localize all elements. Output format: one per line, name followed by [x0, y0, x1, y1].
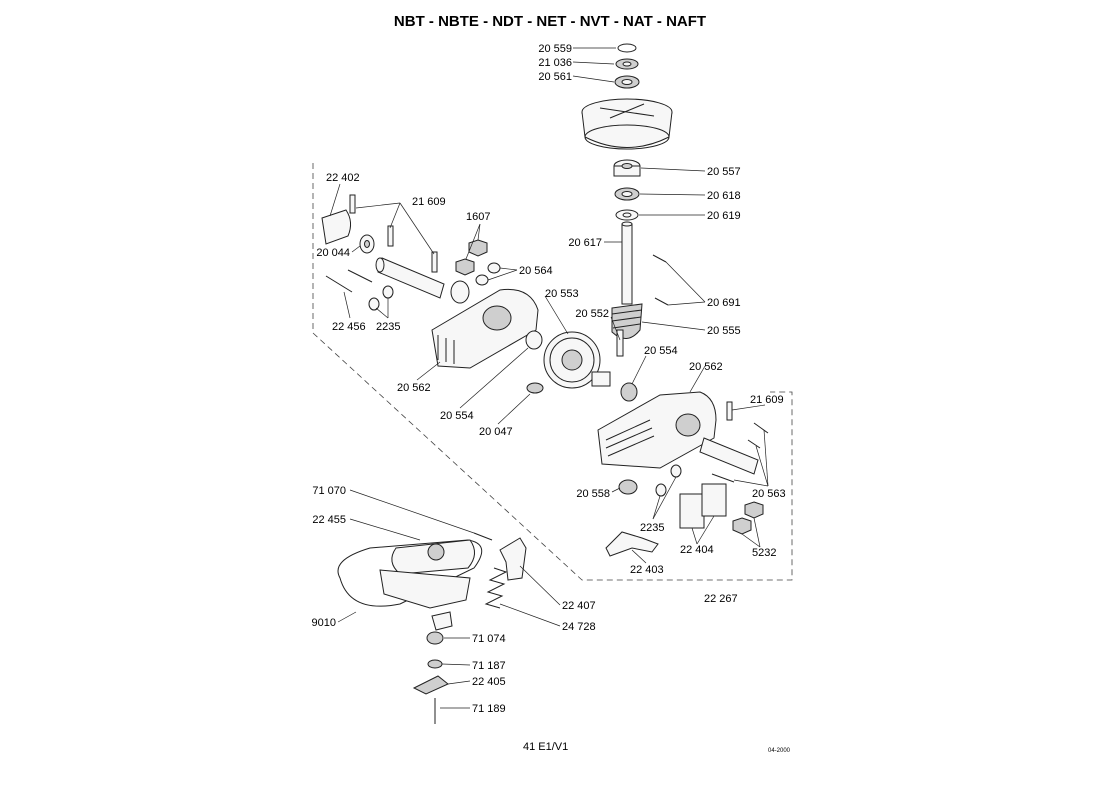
bushing-icon	[620, 382, 638, 402]
callout-label: 21 609	[750, 394, 784, 406]
pin-icon	[349, 194, 356, 214]
callout-label: 22 403	[630, 564, 664, 576]
page-reference: 41 E1/V1	[523, 741, 569, 753]
callout-label: 1607	[466, 211, 490, 223]
callout-label: 22 455	[312, 514, 346, 526]
washer-icon	[368, 262, 501, 311]
tube-icon	[699, 437, 759, 475]
callout-label: 20 047	[479, 426, 513, 438]
washer-icon	[655, 464, 682, 497]
pivot-bracket-icon	[321, 209, 352, 245]
callout-label: 9010	[312, 617, 336, 629]
callout-label: 20 557	[707, 166, 741, 178]
callout-label: 21 036	[538, 57, 572, 69]
callout-label: 20 562	[689, 361, 723, 373]
callout-label: 20 552	[575, 308, 609, 320]
lever-icon	[605, 531, 659, 557]
hex-nut-icon	[455, 239, 488, 276]
clutch-pulley-icon	[391, 539, 475, 575]
callout-label: 20 561	[538, 71, 572, 83]
callout-label: 21 609	[412, 196, 446, 208]
spacer-tube-icon	[679, 483, 727, 529]
callout-label: 20 691	[707, 297, 741, 309]
bracket-icon	[431, 611, 453, 631]
belt-icon	[337, 539, 483, 607]
callout-label: 20 562	[397, 382, 431, 394]
washer-icon	[615, 58, 639, 70]
lever-icon	[412, 675, 449, 695]
callout-label: 20 617	[568, 237, 602, 249]
leader-lines	[329, 47, 769, 709]
spur-gear-icon	[543, 331, 601, 389]
pin-icon	[726, 401, 733, 421]
gearbox-housing-icon	[597, 391, 717, 469]
callout-label: 24 728	[562, 621, 596, 633]
gear-nut-icon	[426, 631, 444, 645]
spacer-icon	[591, 371, 611, 387]
tension-plate-icon	[499, 537, 527, 581]
callout-label: 71 187	[472, 660, 506, 672]
callout-label: 20 563	[752, 488, 786, 500]
bushing-icon	[525, 330, 543, 350]
callout-label: 20 559	[538, 43, 572, 55]
pin-icon	[652, 254, 669, 306]
callout-label: 20 618	[707, 190, 741, 202]
bearing-icon	[614, 75, 640, 89]
pin-icon	[616, 329, 624, 357]
pulley-icon	[581, 98, 673, 150]
callout-label: 22 402	[326, 172, 360, 184]
hub-icon	[613, 159, 641, 177]
callout-label: 22 456	[332, 321, 366, 333]
callout-label: 20 554	[644, 345, 678, 357]
page-title: NBT - NBTE - NDT - NET - NVT - NAT - NAF…	[393, 13, 707, 30]
callout-label: 2235	[376, 321, 400, 333]
screw-icon	[473, 532, 493, 541]
washer-icon	[359, 234, 375, 254]
tube-icon	[375, 257, 445, 299]
callout-label: 20 555	[707, 325, 741, 337]
assembly-boundary	[312, 163, 793, 581]
washer-icon	[615, 209, 639, 221]
callout-label: 22 407	[562, 600, 596, 612]
callout-label: 71 070	[312, 485, 346, 497]
hex-nut-icon	[732, 501, 764, 535]
bolt-icon	[325, 269, 373, 293]
callout-label: 71 189	[472, 703, 506, 715]
bolt-icon	[711, 422, 769, 483]
snap-ring-icon	[617, 43, 637, 53]
callout-label: 22 405	[472, 676, 506, 688]
spring-icon	[484, 567, 508, 609]
washer-icon	[427, 659, 443, 669]
bearing-icon	[614, 187, 640, 201]
callout-label: 20 044	[316, 247, 350, 259]
gearbox-housing-icon	[431, 288, 539, 369]
callout-label: 20 558	[576, 488, 610, 500]
clutch-housing-icon	[379, 569, 471, 609]
callout-label: 5232	[752, 547, 776, 559]
revision-date: 04-2000	[768, 748, 791, 754]
callout-label: 20 554	[440, 410, 474, 422]
key-icon	[526, 382, 544, 394]
callout-label: 20 619	[707, 210, 741, 222]
bushing-icon	[618, 479, 638, 495]
callout-label: 2235	[640, 522, 664, 534]
callout-label: 22 267	[704, 593, 738, 605]
shaft-icon	[621, 221, 633, 305]
callout-label: 71 074	[472, 633, 506, 645]
callout-label: 20 564	[519, 265, 553, 277]
callout-label: 20 553	[545, 288, 579, 300]
callout-label: 22 404	[680, 544, 714, 556]
